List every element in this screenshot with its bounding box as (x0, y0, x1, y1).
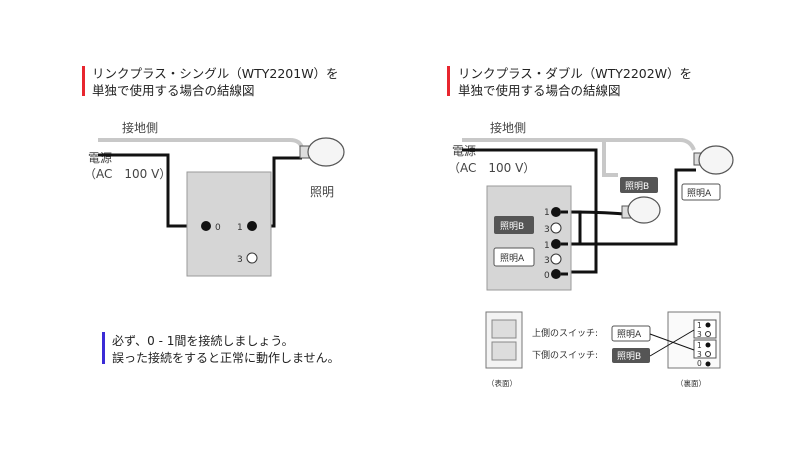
single-lamp-label: 照明 (310, 185, 334, 199)
double-device-tag-a (493, 247, 535, 267)
upper-switch-label: 上側のスイッチ: (532, 327, 598, 339)
single-lamp (299, 137, 345, 167)
single-terminal-label-3: 3 (237, 255, 243, 265)
double-lamp-b (621, 196, 661, 224)
double-load-b-wire (567, 210, 625, 216)
single-terminal-1 (247, 221, 257, 231)
double-terminal-label-0: 0 (544, 271, 550, 281)
double-ground-wire (462, 138, 696, 151)
note-accent (102, 332, 105, 364)
back-terminal-label-3b: 3 (697, 350, 702, 359)
back-terminal-label-0: 0 (697, 359, 702, 368)
single-terminal-3 (246, 252, 258, 264)
double-lamp-b-tag (620, 177, 658, 193)
single-terminal-0 (201, 221, 211, 231)
double-terminal-label-1b: 1 (544, 241, 550, 251)
double-device-label-a: 照明A (500, 253, 525, 264)
front-caption: （表面） (487, 378, 517, 388)
double-terminal-0 (551, 269, 561, 279)
single-power-spec: （AC 100 V） (84, 167, 171, 181)
label-link-upper (649, 333, 695, 351)
single-terminal-label-1: 1 (237, 223, 243, 233)
double-lamp-a-tag (681, 183, 721, 201)
single-switch-device (186, 171, 272, 277)
single-power-label: 電源 (88, 151, 112, 165)
single-title-line2: 単独で使用する場合の結線図 (92, 83, 255, 98)
double-terminal-label-3b: 3 (544, 256, 550, 266)
back-terminal-label-1a: 1 (697, 321, 702, 330)
single-section: リンクプラス・シングル（WTY2201W）を 単独で使用する場合の結線図 接地側… (82, 66, 345, 277)
double-title-line2: 単独で使用する場合の結線図 (458, 83, 621, 98)
double-terminal-label-1a: 1 (544, 208, 550, 218)
front-lower-switch (491, 341, 517, 361)
double-title-line1: リンクプラス・ダブル（WTY2202W）を (458, 66, 692, 81)
front-upper-switch (491, 319, 517, 339)
double-terminal-1b (551, 239, 561, 249)
single-terminal-label-0: 0 (215, 223, 221, 233)
double-terminal-3b (550, 253, 562, 265)
panel-detail: （表面） 上側のスイッチ: 照明A 下側のスイッチ: 照明B 1 3 1 3 0… (485, 311, 721, 388)
single-title-line1: リンクプラス・シングル（WTY2201W）を (92, 66, 339, 81)
double-device-tag-b (494, 216, 534, 234)
double-section: リンクプラス・ダブル（WTY2202W）を 単独で使用する場合の結線図 接地側 … (447, 66, 734, 291)
double-power-spec: （AC 100 V） (448, 161, 535, 175)
note-line2: 誤った接続をすると正常に動作しません。 (112, 350, 340, 365)
note-line1: 必ず、0 - 1間を接続しましょう。 (112, 333, 294, 348)
label-link-lower (649, 329, 695, 357)
double-terminal-label-3a: 3 (544, 225, 550, 235)
lower-switch-value: 照明B (617, 351, 641, 362)
double-device-label-b: 照明B (500, 221, 524, 232)
double-lamp-a (693, 145, 734, 175)
back-terminal-label-3a: 3 (697, 330, 702, 339)
double-ground-branch (602, 140, 618, 177)
double-title-accent (447, 66, 450, 96)
lower-switch-tag (612, 348, 650, 363)
single-ground-label: 接地側 (122, 120, 158, 135)
upper-switch-tag (611, 325, 651, 342)
single-ground-wire (98, 138, 304, 149)
double-lamp-b-label: 照明B (625, 181, 649, 192)
double-ground-label: 接地側 (490, 120, 526, 135)
double-load-a-wire (568, 168, 696, 246)
single-title-accent (82, 66, 85, 96)
double-lamp-a-label: 照明A (687, 188, 712, 199)
back-terminal-label-1b: 1 (697, 341, 702, 350)
lower-switch-label: 下側のスイッチ: (532, 349, 598, 361)
note-section: 必ず、0 - 1間を接続しましょう。 誤った接続をすると正常に動作しません。 (102, 332, 340, 365)
upper-switch-value: 照明A (617, 329, 642, 340)
double-terminal-1a (551, 207, 561, 217)
back-caption: （裏面） (676, 378, 706, 388)
double-terminal-3a (550, 222, 562, 234)
